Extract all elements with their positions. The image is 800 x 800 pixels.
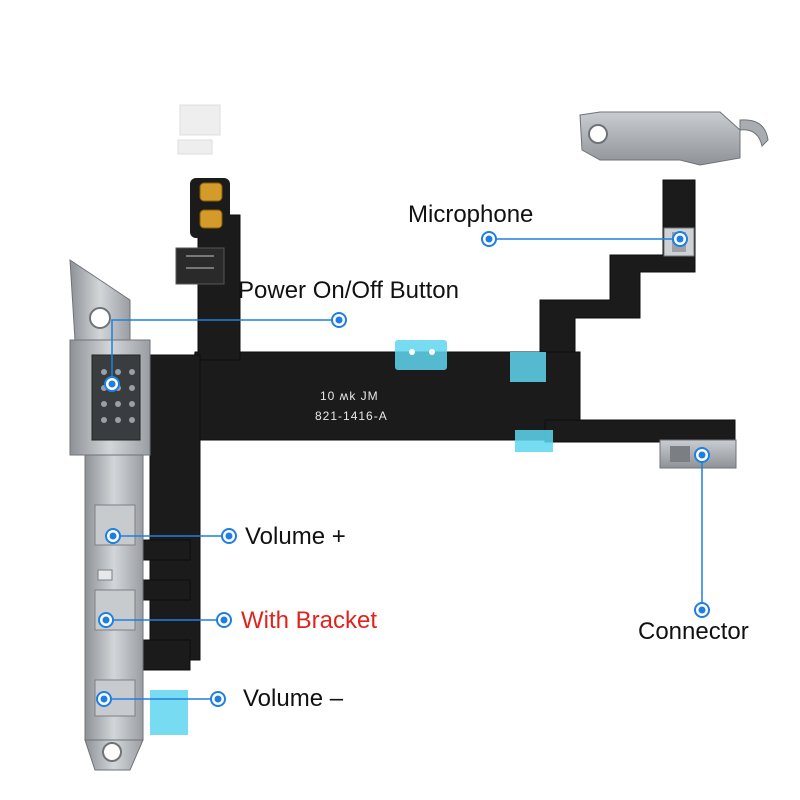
microphone-callout-dot <box>481 231 688 247</box>
power-arm-component <box>175 247 225 285</box>
label-with-bracket: With Bracket <box>241 607 378 634</box>
bracket-callout-dot <box>98 612 232 628</box>
stiffener-tape <box>150 340 553 735</box>
flex-cable <box>129 179 736 671</box>
label-connector: Connector <box>638 618 749 645</box>
gold-contact-pads <box>190 178 230 238</box>
power-callout-dot <box>104 312 347 392</box>
volume-up-callout-dot <box>105 528 237 544</box>
label-microphone: Microphone <box>408 201 534 228</box>
pcb-text-line1: 10 ʍk JM <box>320 389 379 403</box>
callout-dots <box>96 231 710 707</box>
microphone-bracket <box>579 111 769 257</box>
left-metal-bracket <box>69 259 151 771</box>
label-power-button: Power On/Off Button <box>238 277 460 304</box>
pcb-text-line2: 821-1416-A <box>315 409 388 423</box>
white-tabs <box>177 104 221 155</box>
label-volume-up: Volume + <box>245 523 346 550</box>
label-volume-down: Volume – <box>243 685 344 712</box>
connector-callout-dot <box>694 447 710 618</box>
callout-lines <box>104 238 703 700</box>
volume-down-callout-dot <box>96 691 226 707</box>
